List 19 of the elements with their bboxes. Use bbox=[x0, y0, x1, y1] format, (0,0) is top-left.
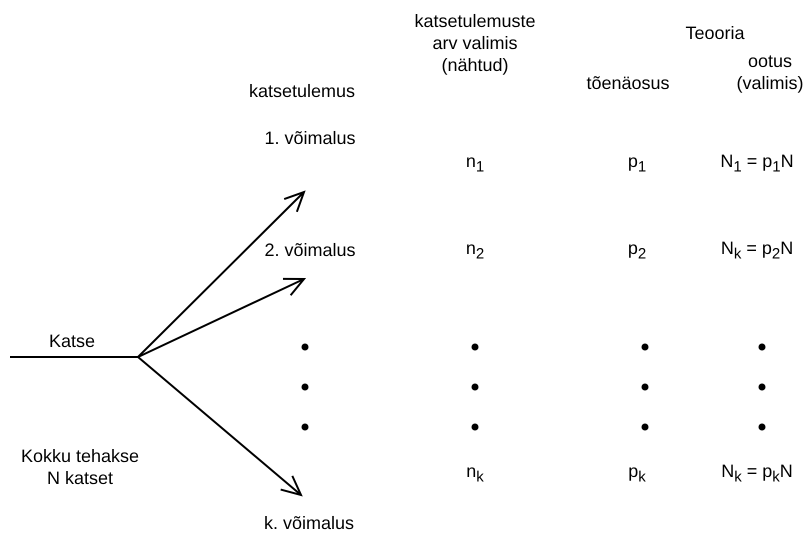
column-header: katsetulemus bbox=[248, 80, 356, 102]
column-header: tõenäosus bbox=[585, 72, 671, 94]
table-formula: N$_{1}$ = p$_{1}$N bbox=[720, 150, 794, 178]
table-value: n$_{2}$ bbox=[466, 237, 484, 265]
group-header: Teooria bbox=[684, 22, 746, 44]
outcome-label: k. võimalus bbox=[264, 513, 354, 534]
note-text: Kokku tehakse N katset bbox=[20, 445, 140, 489]
table-value: p$_{2}$ bbox=[628, 237, 646, 265]
column-header: katsetulemuste arv valimis (nähtud) bbox=[413, 10, 537, 76]
table-value: p$_{k}$ bbox=[628, 460, 646, 488]
table-value: n$_{1}$ bbox=[466, 150, 484, 178]
column-header: ootus (valimis) bbox=[736, 50, 804, 94]
table-value: n$_{k}$ bbox=[466, 460, 484, 488]
table-value: p$_{1}$ bbox=[628, 150, 646, 178]
outcome-label: 1. võimalus bbox=[264, 128, 356, 149]
outcome-label: 2. võimalus bbox=[264, 240, 356, 261]
arrow bbox=[10, 356, 302, 496]
table-formula: N$_{k}$ = p$_{2}$N bbox=[720, 237, 794, 265]
table-formula: N$_{k}$ = p$_{k}$N bbox=[721, 460, 793, 488]
